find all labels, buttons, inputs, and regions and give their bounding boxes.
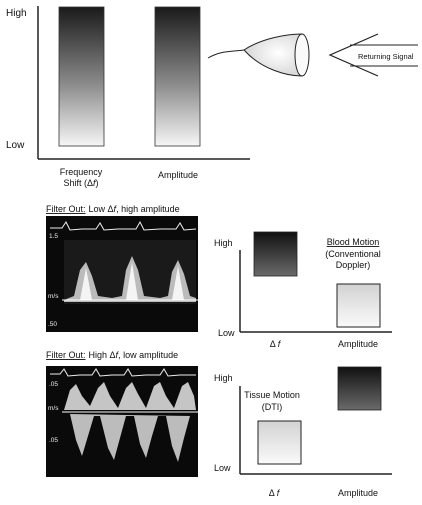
panel2-y-low-label: Low <box>214 463 231 473</box>
probe-body <box>243 33 303 77</box>
panel2-chart: High Low Tissue Motion (DTI) Δ f Amplitu… <box>214 366 392 498</box>
panel1-scale-top: 1.5 <box>49 233 58 240</box>
panel1-scale-mid: m/s <box>48 293 59 300</box>
probe-cable <box>207 49 245 59</box>
amplitude-bar <box>154 6 201 147</box>
panel2-filter-caption: Filter Out:High Δf, low amplitude <box>46 350 178 360</box>
panel1-box-sub2: Doppler) <box>336 260 371 270</box>
panel2-scale-bot: .05 <box>49 437 58 444</box>
panel2-x-right-label: Amplitude <box>338 488 378 498</box>
panel2-freq-box-light <box>257 420 302 465</box>
panel2-box-title: Tissue Motion <box>244 390 300 400</box>
panel1-y-high-label: High <box>214 238 233 248</box>
panel2-doppler-image: .05 m/s .05 <box>46 366 198 477</box>
top-x-frequency-line2: Shift (Δf) <box>63 178 98 188</box>
panel1-doppler-image: 1.5 m/s .50 <box>46 216 198 332</box>
frequency-shift-bar <box>58 6 105 147</box>
panel2-scale-mid: m/s <box>48 405 59 412</box>
panel1-amp-box-light <box>336 283 381 328</box>
transducer-illustration: Returning Signal <box>207 33 418 77</box>
top-y-high-label: High <box>6 8 27 19</box>
panel2-ecg-trace <box>50 368 196 377</box>
panel2-upper-waveform <box>64 382 196 410</box>
returning-signal-arrow <box>328 33 379 77</box>
panel1-chart: High Low Blood Motion (Conventional Dopp… <box>214 231 392 349</box>
panel1-x-left-label: Δ f <box>270 339 282 349</box>
panel2-scale-top: .05 <box>49 381 58 388</box>
panel2-x-left-label: Δ f <box>269 488 281 498</box>
panel1-y-low-label: Low <box>218 328 235 338</box>
returning-signal-label: Returning Signal <box>358 52 414 61</box>
panel1-filter-caption: Filter Out:Low Δf, high amplitude <box>46 204 180 214</box>
panel1-box-title: Blood Motion <box>327 237 380 247</box>
panel1-freq-box-dark <box>253 231 298 277</box>
panel2-box-sub1: (DTI) <box>262 402 283 412</box>
probe-face <box>294 33 310 77</box>
panel2-lower-waveform <box>70 414 190 462</box>
panel2-y-high-label: High <box>214 373 233 383</box>
panel1-x-right-label: Amplitude <box>338 339 378 349</box>
panel1-ecg-trace <box>50 220 197 231</box>
panel1-box-sub1: (Conventional <box>325 249 381 259</box>
panel1-scale-bot: .50 <box>48 321 57 328</box>
top-chart: High Low Frequency Shift (Δf) Amplitude <box>6 6 250 188</box>
top-x-frequency-line1: Frequency <box>60 167 103 177</box>
top-x-amplitude-label: Amplitude <box>158 170 198 180</box>
top-y-low-label: Low <box>6 140 25 151</box>
panel2-amp-box-dark <box>337 366 382 411</box>
